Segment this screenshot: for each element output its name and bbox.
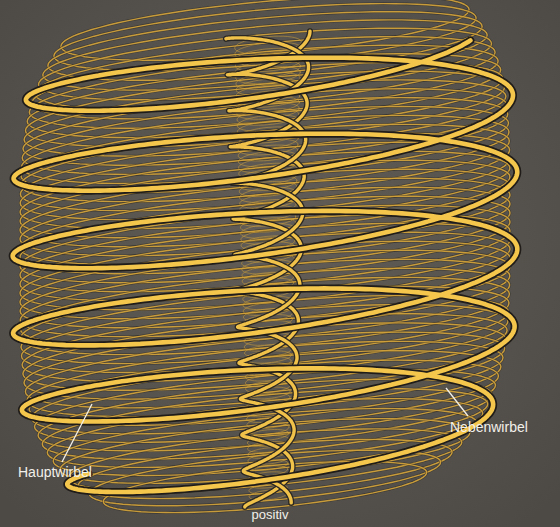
- part-label: Nebenwirbel: [450, 420, 528, 435]
- helix-outline: [226, 38, 309, 503]
- leader-line: [446, 388, 468, 416]
- main-spiral-outline: [13, 40, 518, 492]
- secondary-vortex-ring: [103, 461, 426, 512]
- ring-outline: [103, 461, 426, 512]
- inner-helix-strand: [226, 38, 309, 503]
- part-label: positiv: [252, 508, 289, 522]
- main-vortex-spiral: [13, 40, 518, 492]
- part-label: Hauptwirbel: [18, 465, 92, 480]
- main-vortex-spiral: [13, 40, 518, 492]
- leader-line: [62, 404, 92, 462]
